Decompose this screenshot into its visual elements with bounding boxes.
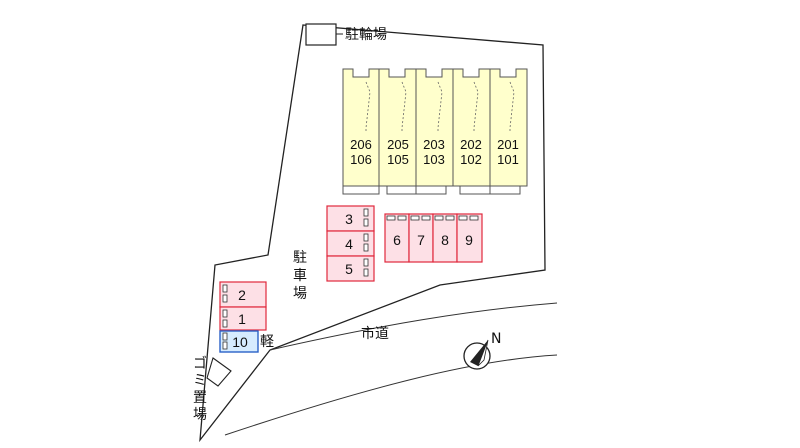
parking-group-left: 2 1 10 bbox=[219, 281, 267, 353]
building-unit: 202 102 bbox=[452, 68, 491, 195]
garbage-area-label: 場 bbox=[193, 407, 207, 423]
parking-number: 7 bbox=[417, 232, 425, 248]
parking-number: 6 bbox=[393, 232, 401, 248]
parking-group-right: 6 7 8 9 bbox=[384, 213, 483, 263]
wheel-stops bbox=[222, 284, 228, 350]
parking-lot-label: 場 bbox=[293, 286, 307, 302]
parking-space bbox=[219, 281, 267, 308]
kei-parking-space bbox=[219, 330, 259, 353]
unit-lower-number: 106 bbox=[350, 152, 372, 167]
bicycle-parking-label: 駐輪場 bbox=[345, 26, 387, 43]
parking-lot-label: 駐 bbox=[293, 250, 307, 266]
building-unit: 205 105 bbox=[378, 68, 417, 195]
wheel-stops bbox=[386, 215, 479, 221]
unit-lower-number: 101 bbox=[497, 152, 519, 167]
bicycle-parking-shed bbox=[305, 23, 337, 46]
north-label: N bbox=[491, 331, 501, 347]
kei-car-label: 軽 bbox=[260, 334, 274, 350]
garbage-area-label: 置 bbox=[193, 390, 207, 406]
building-unit: 203 103 bbox=[415, 68, 454, 195]
parking-number: 5 bbox=[345, 261, 353, 277]
garbage-area bbox=[206, 357, 232, 387]
parking-number: 9 bbox=[465, 232, 473, 248]
north-compass-icon: N bbox=[463, 331, 501, 370]
parking-number: 1 bbox=[238, 311, 246, 327]
unit-lower-number: 103 bbox=[423, 152, 445, 167]
unit-upper-number: 206 bbox=[350, 137, 372, 152]
parking-lot-label: 車 bbox=[293, 267, 307, 284]
road-line-lower bbox=[224, 354, 558, 436]
parking-number: 2 bbox=[238, 287, 246, 303]
city-road-label: 市道 bbox=[361, 325, 389, 342]
parking-number: 4 bbox=[345, 236, 353, 252]
parking-space bbox=[456, 213, 483, 263]
parking-space bbox=[219, 306, 267, 331]
unit-lower-number: 105 bbox=[387, 152, 409, 167]
garbage-area-label: ミ bbox=[193, 373, 207, 389]
parking-group-center: 3 4 5 bbox=[326, 205, 375, 282]
parking-number: 10 bbox=[232, 334, 248, 350]
unit-upper-number: 203 bbox=[423, 137, 445, 152]
garbage-area-label: ゴ bbox=[193, 355, 207, 372]
parking-space bbox=[432, 213, 458, 263]
parking-number: 8 bbox=[441, 232, 449, 248]
wheel-stops bbox=[363, 208, 369, 277]
building-unit: 206 106 bbox=[342, 68, 380, 195]
unit-upper-number: 202 bbox=[460, 137, 482, 152]
unit-upper-number: 201 bbox=[497, 137, 519, 152]
unit-upper-number: 205 bbox=[387, 137, 409, 152]
parking-number: 3 bbox=[345, 211, 353, 227]
unit-lower-number: 102 bbox=[460, 152, 482, 167]
road-line-upper bbox=[269, 302, 558, 351]
building-unit: 201 101 bbox=[489, 68, 528, 195]
apartment-building: 206 106 205 105 203 103 202 102 bbox=[342, 68, 528, 195]
